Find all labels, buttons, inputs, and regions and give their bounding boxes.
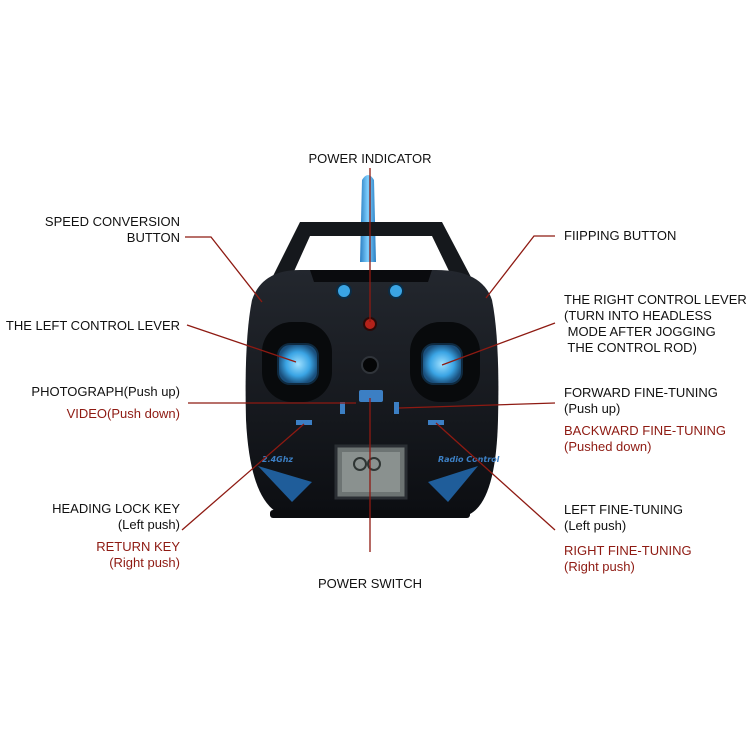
label-backward-fine: BACKWARD FINE-TUNING (Pushed down) [564, 423, 727, 454]
leader-right-lever [441, 322, 556, 366]
left-trim [340, 402, 345, 414]
leader-speed-conversion [185, 236, 263, 303]
leader-flipping [485, 235, 555, 299]
label-right-lever: THE RIGHT CONTROL LEVER (TURN INTO HEADL… [564, 292, 747, 355]
label-right-fine: RIGHT FINE-TUNING (Right push) [564, 543, 692, 574]
center-sensor [361, 356, 379, 374]
left-shoulder-key [296, 420, 312, 425]
top-ridge [310, 270, 432, 282]
right-stick [421, 343, 463, 385]
label-forward-fine: FORWARD FINE-TUNING (Push up) [564, 385, 718, 416]
label-power-switch: POWER SWITCH [318, 576, 422, 591]
leader-heading-lock [181, 423, 305, 531]
top-left-button [336, 283, 352, 299]
right-blue-triangle [428, 466, 478, 502]
leader-left-fine [435, 422, 556, 531]
transmitter: 2.4Ghz Radio Control [245, 175, 500, 518]
top-right-button [388, 283, 404, 299]
left-stick [277, 343, 319, 385]
leader-lines [181, 168, 556, 552]
label-return-key: RETURN KEY (Right push) [96, 539, 180, 570]
label-power-indicator: POWER INDICATOR [308, 151, 432, 166]
label-video: VIDEO(Push down) [66, 406, 180, 421]
lcd-rotor-icon-2 [367, 457, 381, 471]
label-photograph: PHOTOGRAPH(Push up) [31, 384, 180, 399]
frequency-text: 2.4Ghz [262, 455, 293, 464]
mode-switch [359, 390, 383, 402]
brand-text: Radio Control [438, 455, 500, 464]
label-speed-conversion: SPEED CONVERSION BUTTON [44, 214, 180, 245]
right-trim [394, 402, 399, 414]
left-blue-triangle [258, 466, 312, 502]
antenna [360, 175, 376, 262]
leader-left-lever [186, 324, 297, 363]
label-flipping: FIIPPING BUTTON [564, 228, 677, 243]
right-shoulder-key [428, 420, 444, 425]
label-left-lever: THE LEFT CONTROL LEVER [5, 318, 180, 333]
label-heading-lock: HEADING LOCK KEY (Left push) [52, 501, 180, 532]
lcd-rotor-icon [353, 457, 367, 471]
label-left-fine: LEFT FINE-TUNING (Left push) [564, 502, 683, 533]
leader-forward-fine [398, 402, 556, 409]
